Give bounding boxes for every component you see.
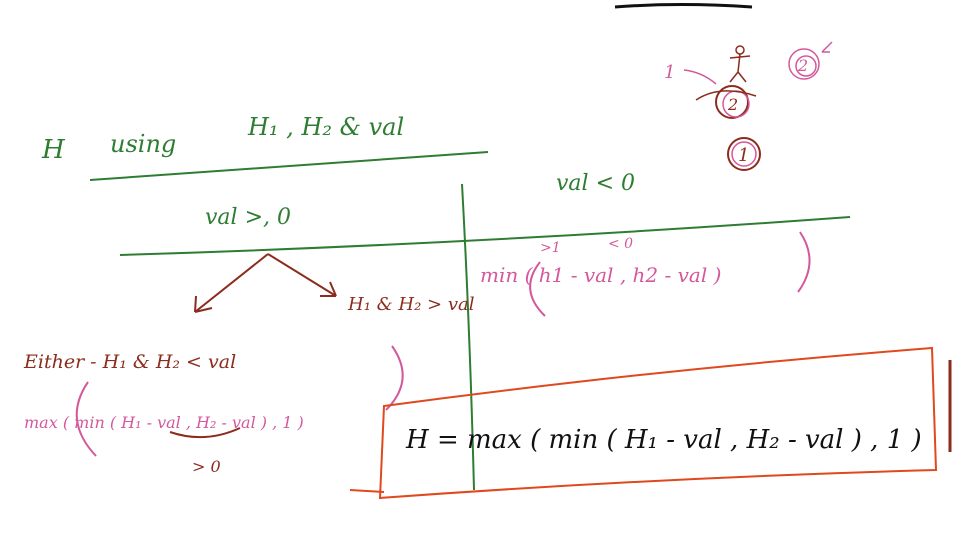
stick-figure-icon [729, 45, 751, 83]
right-annot-gt: >1 [540, 240, 561, 256]
branch-left-label: val >, 0 [205, 205, 291, 230]
final-formula: H = max ( min ( H₁ - val , H₂ - val ) , … [405, 425, 922, 455]
horizontal-divider [119, 216, 851, 256]
left-gt-zero-note: > 0 [192, 457, 221, 476]
sketch-label-one: 1 [664, 62, 675, 83]
sketch-circle-b: 1 [727, 137, 761, 171]
title-using: using [110, 130, 176, 158]
sketch-circle-a-label: 2 [727, 95, 738, 114]
left-paren-open [75, 381, 97, 457]
title-underline [89, 151, 489, 181]
right-annot-lt: < 0 [608, 236, 633, 252]
right-min-expression: min ( h1 - val , h2 - val ) [480, 263, 721, 287]
right-paren-open [529, 261, 546, 317]
case-lt-label: Either - H₁ & H₂ < val [23, 351, 236, 373]
final-box-tail [349, 489, 385, 493]
vertical-divider [461, 183, 475, 491]
branch-right-label: val < 0 [556, 171, 635, 196]
case-gt-label: H₁ & H₂ > val [347, 294, 475, 315]
right-paren-close [797, 231, 811, 293]
sketch-arrow [683, 69, 717, 85]
title-inputs: H₁ , H₂ & val [247, 113, 404, 141]
arrow-left-down [194, 253, 269, 313]
final-formula-box [378, 346, 938, 500]
left-underbrace [169, 427, 241, 439]
sketch-circle-b-label: 1 [738, 145, 749, 166]
sketch-circle-c: 2 [788, 41, 833, 80]
arrow-right-down [267, 253, 337, 297]
sketch-circle-a: 2 [695, 85, 757, 119]
top-edge-mark [614, 3, 753, 9]
left-paren-close [385, 345, 404, 411]
title-h: H [41, 135, 66, 165]
left-max-expression: max ( min ( H₁ - val , H₂ - val ) , 1 ) [24, 413, 304, 432]
sketch-circle-c-label: 2 [797, 56, 808, 75]
